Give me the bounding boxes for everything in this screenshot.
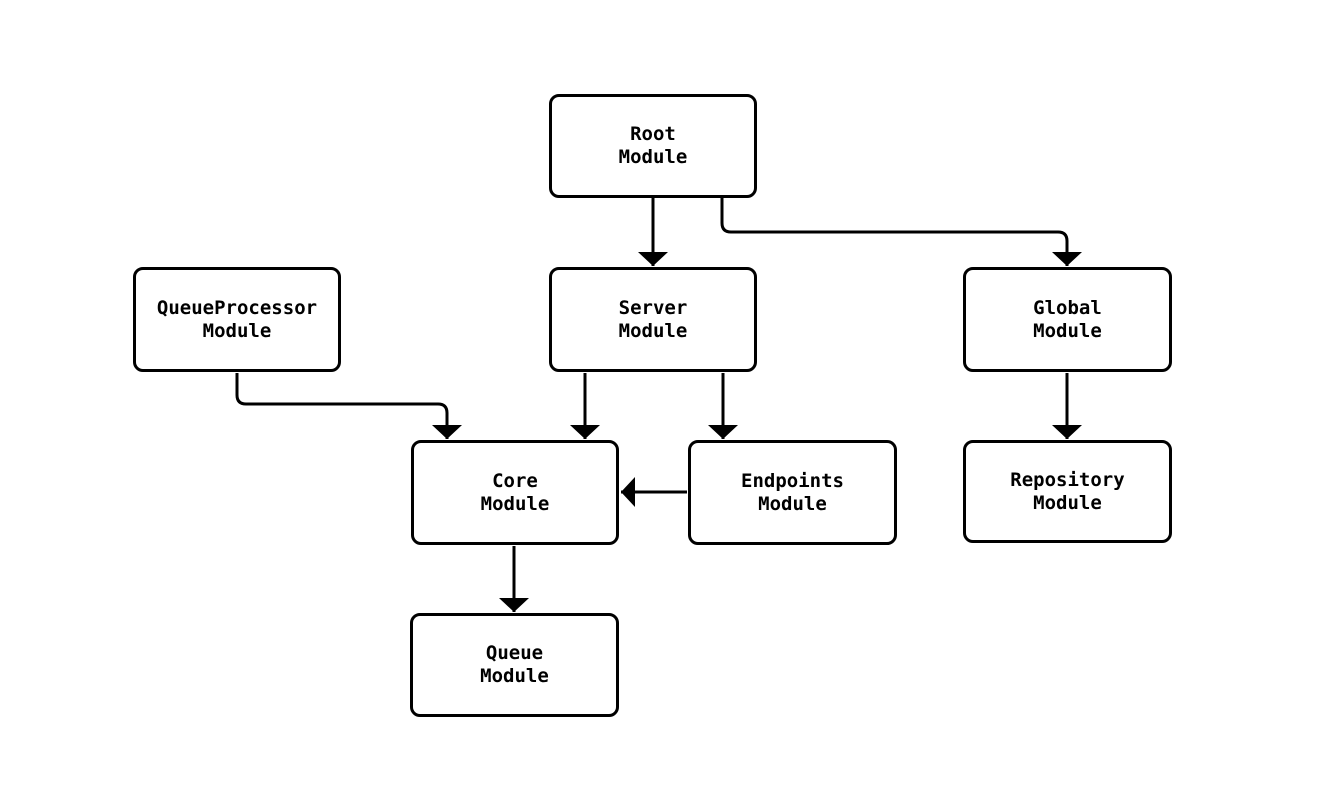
node-repository-module: Repository Module bbox=[963, 440, 1172, 543]
node-server-module: Server Module bbox=[549, 267, 757, 372]
node-root-module: Root Module bbox=[549, 94, 757, 198]
node-label: Core Module bbox=[480, 469, 550, 515]
node-label: Server Module bbox=[618, 296, 688, 342]
node-label: QueueProcessor Module bbox=[156, 296, 318, 342]
edge-root-to-global bbox=[720, 198, 1082, 266]
node-label: Queue Module bbox=[480, 642, 549, 687]
node-label: Global Module bbox=[1033, 296, 1102, 342]
edge-queueprocessor-to-core bbox=[235, 373, 462, 439]
node-label: Root Module bbox=[618, 123, 688, 168]
node-label: Repository Module bbox=[1010, 468, 1125, 514]
node-label: Endpoints Module bbox=[741, 469, 844, 515]
node-global-module: Global Module bbox=[963, 267, 1172, 372]
node-core-module: Core Module bbox=[411, 440, 619, 545]
node-queueprocessor-module: QueueProcessor Module bbox=[133, 267, 341, 372]
node-endpoints-module: Endpoints Module bbox=[688, 440, 897, 545]
node-queue-module: Queue Module bbox=[410, 613, 619, 717]
